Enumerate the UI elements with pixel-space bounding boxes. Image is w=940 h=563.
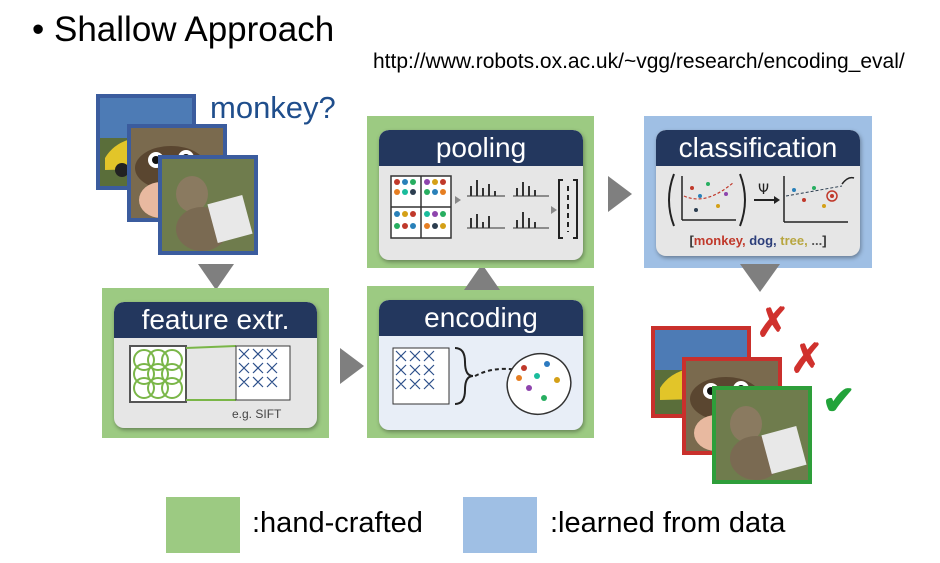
source-url: http://www.robots.ox.ac.uk/~vgg/research… [373,50,905,73]
encoding-card: encoding [379,300,583,430]
slide-title: • Shallow Approach [32,10,334,50]
encoding-stage: encoding [367,286,594,438]
result-image-monkey [712,386,812,484]
arrow-right-to-classification [608,176,632,212]
legend-label-hand-crafted: :hand-crafted [252,507,423,539]
class-ellipsis: ... [811,233,823,248]
wrong-mark-2: ✗ [790,337,824,381]
arrow-down-to-results [740,264,780,292]
class-list: [monkey, dog, tree, ...] [656,233,860,248]
pooling-label: pooling [379,130,583,166]
sift-note: e.g. SIFT [232,407,282,421]
class-tree: tree, [780,233,808,248]
classification-stage: classification Ψ [monkey, dog, tree, ...… [644,116,872,268]
arrow-up-to-pooling [464,264,500,290]
wrong-mark-1: ✗ [756,301,790,345]
pooling-card: pooling [379,130,583,260]
feature-card: feature extr. e.g. SIFT [114,302,317,428]
classification-label: classification [656,130,860,166]
encoding-label: encoding [379,300,583,336]
input-image-monkey [158,155,258,255]
bullet: • [32,10,45,49]
class-monkey: monkey, [693,233,746,248]
histograms [467,180,549,229]
title-text: Shallow Approach [54,10,335,49]
pooling-stage: pooling [367,116,594,268]
class-dog: dog, [749,233,777,248]
legend-label-learned: :learned from data [550,507,786,539]
result-monkey-photo [716,390,808,480]
legend-swatch-hand-crafted [166,497,240,553]
classification-card: classification Ψ [monkey, dog, tree, ...… [656,130,860,256]
class-list-close: ] [822,233,827,248]
pooling-illustration [390,175,578,239]
pooling-dots [394,179,446,229]
classification-illustration: Ψ [668,173,855,227]
encoding-illustration [392,347,572,415]
legend-swatch-learned [463,497,537,553]
feature-label: feature extr. [114,302,317,338]
psi-symbol: Ψ [758,182,769,198]
arrow-right-to-encoding [340,348,364,384]
class-list-open: [ [689,233,694,248]
arrow-down-to-feature [198,264,234,290]
query-label: monkey? [210,90,336,125]
correct-mark: ✔ [822,379,856,423]
monkey-photo [162,159,254,251]
sift-illustration: e.g. SIFT [129,345,291,421]
feature-extraction-stage: feature extr. e.g. SIFT [102,288,329,438]
